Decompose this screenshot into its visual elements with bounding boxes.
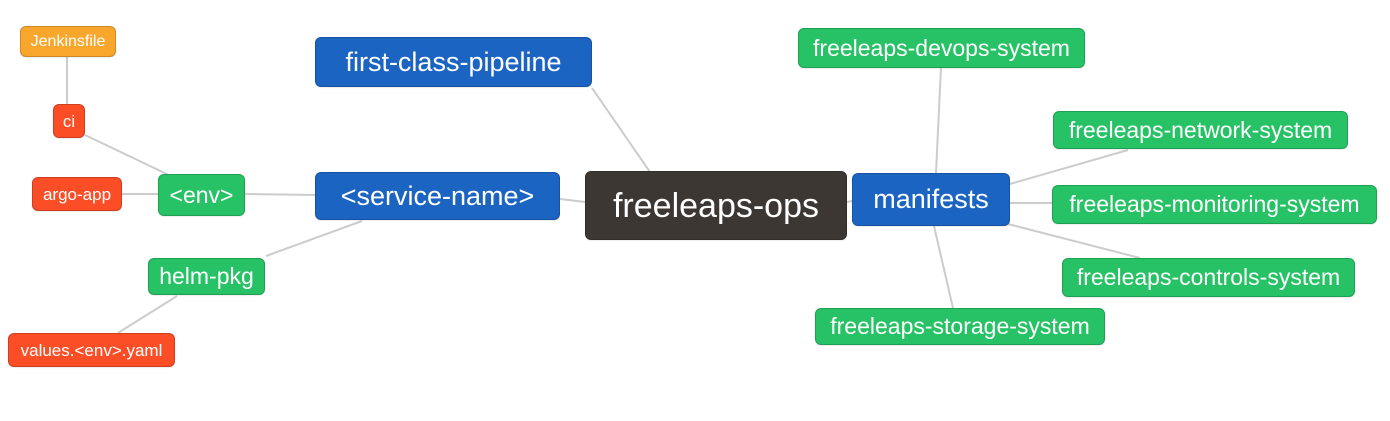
edge-manifests-freeleaps-controls-system (1007, 223, 1141, 259)
node-freeleaps-devops-system[interactable]: freeleaps-devops-system (798, 28, 1085, 68)
node-label-freeleaps-monitoring-system: freeleaps-monitoring-system (1069, 191, 1360, 217)
node-label-argo-app: argo-app (42, 184, 112, 204)
node-label-freeleaps-ops: freeleaps-ops (612, 186, 819, 225)
node-label-env: <env> (169, 181, 234, 208)
edge-env-service-name (244, 193, 316, 196)
node-freeleaps-storage-system[interactable]: freeleaps-storage-system (815, 308, 1105, 345)
edge-helm-pkg-service-name (265, 220, 363, 257)
node-freeleaps-controls-system[interactable]: freeleaps-controls-system (1062, 258, 1355, 297)
edge-first-class-pipeline-freeleaps-ops (591, 87, 651, 173)
edge-ci-env (84, 134, 174, 178)
node-label-jenkinsfile: Jenkinsfile (30, 32, 106, 50)
edge-manifests-freeleaps-storage-system (933, 225, 954, 309)
node-freeleaps-monitoring-system[interactable]: freeleaps-monitoring-system (1052, 185, 1377, 224)
node-label-helm-pkg: helm-pkg (159, 263, 254, 289)
node-ci[interactable]: ci (53, 104, 85, 138)
node-label-freeleaps-devops-system: freeleaps-devops-system (813, 34, 1070, 61)
node-label-ci: ci (62, 111, 76, 131)
node-label-freeleaps-storage-system: freeleaps-storage-system (830, 313, 1090, 339)
node-service-name[interactable]: <service-name> (315, 172, 560, 220)
node-label-service-name: <service-name> (340, 180, 535, 211)
edge-helm-pkg-values-env-yaml (117, 295, 178, 334)
node-freeleaps-network-system[interactable]: freeleaps-network-system (1053, 111, 1348, 149)
node-label-values-env-yaml: values.<env>.yaml (20, 340, 163, 360)
node-helm-pkg[interactable]: helm-pkg (148, 258, 265, 295)
node-manifests[interactable]: manifests (852, 173, 1010, 226)
node-label-freeleaps-network-system: freeleaps-network-system (1068, 116, 1333, 143)
edge-service-name-freeleaps-ops (559, 198, 586, 203)
node-label-first-class-pipeline: first-class-pipeline (345, 46, 562, 77)
node-first-class-pipeline[interactable]: first-class-pipeline (315, 37, 592, 87)
node-values-env-yaml[interactable]: values.<env>.yaml (8, 333, 175, 367)
edge-manifests-freeleaps-devops-system (935, 67, 942, 174)
node-label-manifests: manifests (873, 184, 989, 214)
node-env[interactable]: <env> (158, 174, 245, 216)
node-argo-app[interactable]: argo-app (32, 177, 122, 211)
node-jenkinsfile[interactable]: Jenkinsfile (20, 26, 116, 57)
node-label-freeleaps-controls-system: freeleaps-controls-system (1076, 264, 1341, 290)
node-freeleaps-ops[interactable]: freeleaps-ops (585, 171, 847, 240)
edge-manifests-freeleaps-network-system (1009, 149, 1129, 185)
